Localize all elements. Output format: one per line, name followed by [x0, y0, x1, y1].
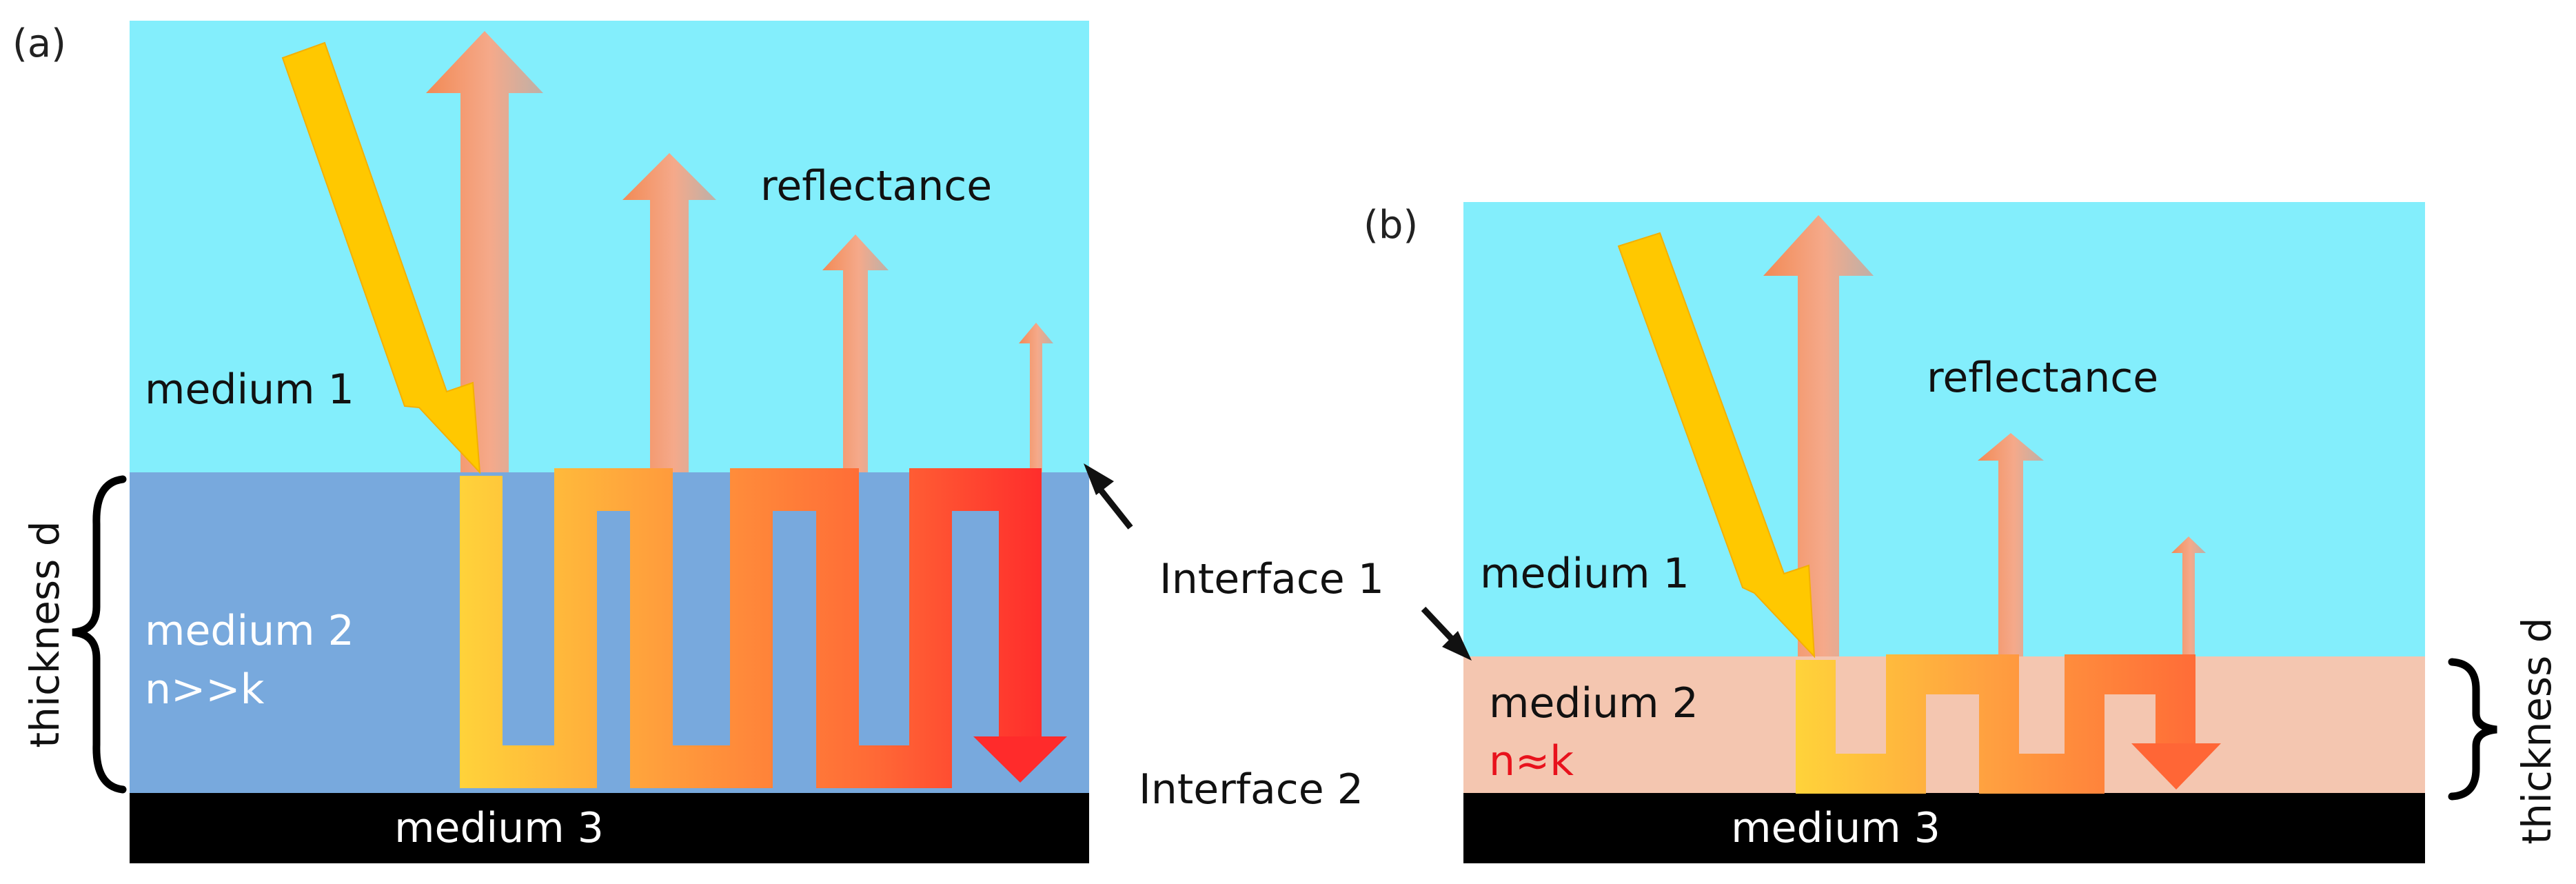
reflected-light-arrow-icon: [426, 31, 1053, 472]
panel-a: (a) reflectance medium 1 medium 2 n>>k m…: [12, 21, 1133, 863]
medium1-region-a: [130, 21, 1089, 472]
reflectance-label-b: reflectance: [1927, 354, 2158, 402]
thickness-label-a: thickness d: [21, 521, 68, 747]
medium3-label-b: medium 3: [1731, 804, 1940, 852]
medium1-region-b: [1463, 202, 2425, 656]
medium1-label-a: medium 1: [145, 365, 354, 414]
transmitted-arrow-head-b: [2131, 743, 2221, 790]
wave-path-b: [1796, 654, 2221, 794]
medium2-condition-b: n≈k: [1489, 737, 1574, 785]
panel-b: (b) reflectance medium 1 medium 2 n≈k me…: [1363, 202, 2560, 863]
thickness-label-b: thickness d: [2513, 617, 2560, 844]
panel-tag-b: (b): [1363, 203, 1418, 248]
medium3-label-a: medium 3: [394, 804, 604, 852]
incident-light-arrow-icon: [281, 41, 481, 474]
wave-path-a: [460, 468, 1067, 788]
transmitted-arrow-head-a: [973, 736, 1067, 783]
reflected-light-arrow-icon: [1763, 215, 2206, 656]
curly-brace-icon: [72, 475, 127, 794]
interface1-label: Interface 1: [1159, 555, 1384, 603]
curly-brace-icon: [2448, 658, 2497, 801]
medium2-label-a: medium 2: [145, 607, 354, 655]
incident-light-arrow-icon: [1617, 232, 1816, 659]
panel-tag-a: (a): [12, 21, 66, 66]
medium1-label-b: medium 1: [1480, 550, 1690, 598]
reflectance-label-a: reflectance: [760, 162, 992, 210]
medium2-condition-a: n>>k: [145, 665, 265, 714]
pointer-arrow-icon: [1421, 606, 1472, 661]
medium3-region-b: [1463, 793, 2425, 863]
interface2-label: Interface 2: [1139, 765, 1363, 814]
pointer-arrow-icon: [1084, 463, 1133, 530]
medium2-label-b: medium 2: [1489, 679, 1698, 727]
medium3-region-a: [130, 793, 1089, 863]
